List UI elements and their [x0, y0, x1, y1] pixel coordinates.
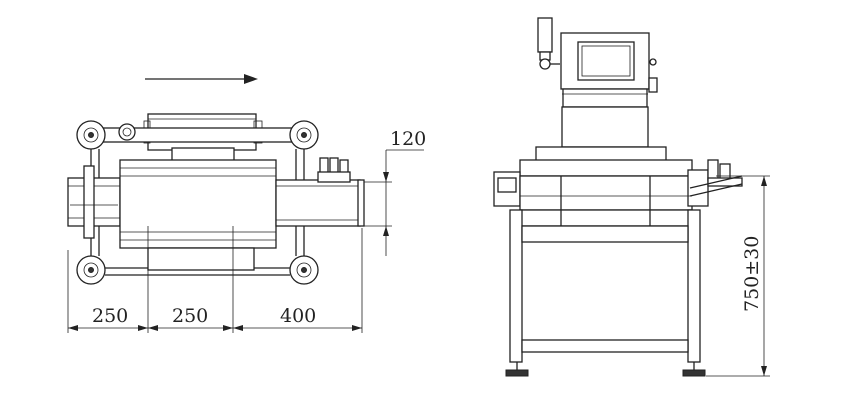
infeed-guide — [497, 177, 517, 193]
front-view: 750±30 — [493, 17, 770, 377]
height-dimension-lines — [706, 175, 770, 377]
reject-valves — [317, 157, 351, 183]
caster-wheel-bottom-right — [289, 255, 319, 285]
caster-wheel-bottom-left — [76, 255, 106, 285]
signal-light-tower — [537, 17, 560, 70]
dimension-label-width: 120 — [390, 128, 426, 150]
touch-screen — [577, 41, 635, 81]
caster-wheel-top-left — [76, 120, 106, 150]
front-conveyor-bed — [493, 146, 709, 227]
gauge-icon — [118, 123, 136, 141]
dimension-label-height: 750±30 — [741, 236, 763, 312]
weighing-conveyor — [119, 159, 277, 249]
flow-direction-arrow — [145, 74, 258, 84]
dimension-lines — [67, 149, 424, 333]
top-view: 250 250 400 120 — [67, 74, 426, 333]
dimension-label-weigh: 250 — [172, 305, 208, 327]
caster-wheel-top-right — [289, 120, 319, 150]
machine-stand — [505, 209, 706, 377]
base-plate — [147, 247, 255, 271]
outfeed-conveyor — [275, 179, 365, 227]
dimension-label-infeed: 250 — [92, 305, 128, 327]
side-knob — [648, 77, 658, 93]
infeed-conveyor — [67, 165, 121, 239]
reject-unit — [689, 159, 743, 197]
emergency-button-icon — [649, 58, 657, 66]
dimension-label-outfeed: 400 — [280, 305, 316, 327]
